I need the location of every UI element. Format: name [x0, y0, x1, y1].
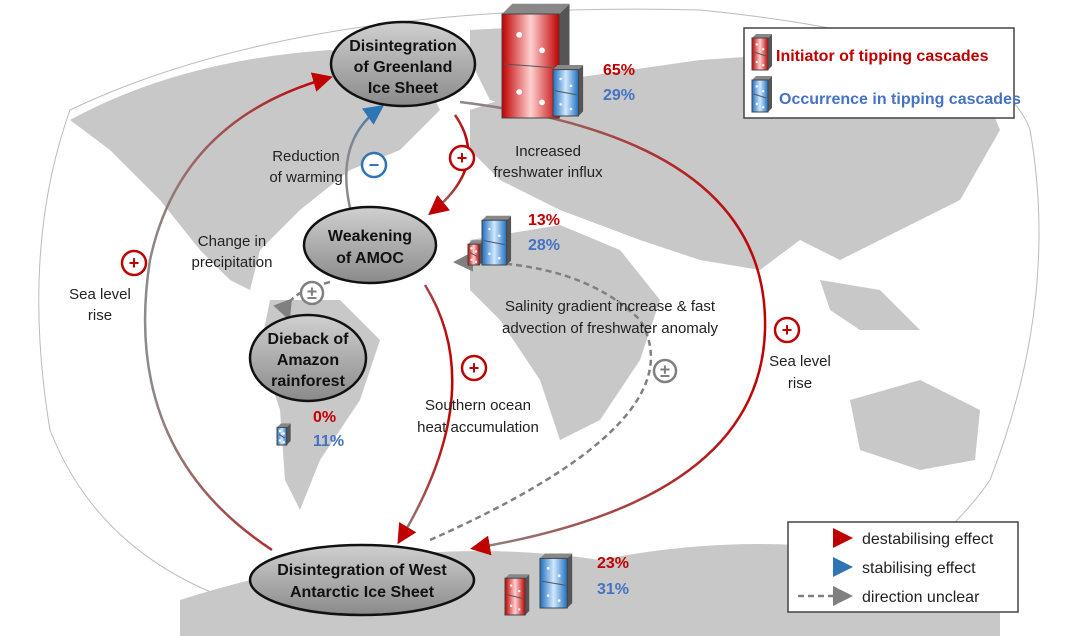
arrow-wais-to-greenland-sea-level [143, 72, 333, 552]
arrows [143, 72, 767, 556]
legend-destabilising: destabilising effect [862, 531, 994, 548]
arrow-greenland-to-wais-sea-level [459, 100, 767, 556]
label-freshwater-2: freshwater influx [493, 164, 603, 181]
legend-unclear: direction unclear [862, 589, 980, 606]
globe-outline [38, 8, 1040, 631]
amoc-occurrence-domino [481, 215, 512, 266]
label-reduction-1: Reduction [272, 148, 340, 165]
arrow-wais-to-amoc [429, 251, 653, 542]
wais-occurrence-pct: 31% [597, 581, 629, 598]
wais-initiator-domino [504, 574, 530, 616]
svg-text:+: + [457, 148, 468, 168]
percentages: 65% 29% 13% 28% 0% 11% 23% 31% [313, 62, 635, 598]
greenland-occurrence-domino [552, 65, 584, 117]
wais-occurrence-domino [539, 553, 573, 609]
wais-initiator-pct: 23% [597, 555, 629, 572]
legend-blue-domino-icon [751, 76, 772, 113]
label-southern-2: heat accumulation [417, 419, 539, 436]
legend-arrows: destabilising effect stabilising effect … [787, 521, 1019, 613]
label-freshwater-1: Increased [515, 143, 581, 160]
node-amoc: Weakening of AMOC [302, 205, 438, 285]
legend-stabilising: stabilising effect [862, 560, 976, 577]
label-slr-right-1: Sea level [769, 353, 831, 370]
svg-text:+: + [782, 320, 793, 340]
plus-sign-icon: + [460, 354, 488, 382]
label-precip-1: Change in [198, 233, 266, 250]
north-america-land [70, 50, 440, 290]
node-wais: Disintegration of West Antarctic Ice She… [248, 543, 476, 617]
plusminus-sign-icon: ± [299, 280, 325, 306]
node-amazon: Dieback of Amazon rainforest [248, 313, 368, 403]
label-salinity-1: Salinity gradient increase & fast [505, 298, 716, 315]
amoc-initiator-domino [467, 240, 484, 266]
svg-text:+: + [469, 358, 480, 378]
svg-text:±: ± [660, 361, 670, 381]
amoc-initiator-pct: 13% [528, 212, 560, 229]
plus-sign-icon: + [448, 144, 476, 172]
legend-domino: Initiator of tipping cascades Occurrence… [743, 27, 1021, 119]
signs: − + + ± + ± + [120, 144, 801, 384]
label-slr-right-2: rise [788, 375, 812, 392]
svg-text:Antarctic Ice Sheet: Antarctic Ice Sheet [290, 584, 435, 601]
minus-sign-icon: − [360, 151, 388, 179]
greenland-initiator-pct: 65% [603, 62, 635, 79]
amazon-occurrence-domino [276, 423, 291, 446]
label-salinity-2: advection of freshwater anomaly [502, 320, 718, 337]
arrow-amoc-to-wais [397, 284, 454, 545]
legend-occurrence: Occurrence in tipping cascades [779, 91, 1021, 108]
legend-initiator: Initiator of tipping cascades [776, 48, 989, 65]
svg-text:+: + [129, 253, 140, 273]
svg-text:Weakening: Weakening [328, 228, 412, 245]
plus-sign-icon: + [773, 316, 801, 344]
greenland-occurrence-pct: 29% [603, 87, 635, 104]
svg-text:−: − [369, 155, 380, 175]
label-southern-1: Southern ocean [425, 397, 531, 414]
svg-text:of Greenland: of Greenland [354, 59, 453, 76]
link-labels: Reduction of warming Increased freshwate… [69, 143, 831, 436]
southeast-asia-land [820, 280, 920, 330]
amazon-occurrence-pct: 11% [313, 433, 344, 450]
arrow-amoc-to-greenland-stabilising [345, 105, 385, 209]
svg-text:of AMOC: of AMOC [336, 250, 404, 267]
label-slr-left-2: rise [88, 307, 112, 324]
node-greenland: Disintegration of Greenland Ice Sheet [329, 20, 477, 108]
australia-land [850, 380, 980, 470]
label-reduction-2: of warming [269, 169, 342, 186]
amazon-initiator-pct: 0% [313, 409, 336, 426]
svg-text:Disintegration of West: Disintegration of West [277, 562, 447, 579]
label-precip-2: precipitation [192, 254, 273, 271]
svg-text:Ice Sheet: Ice Sheet [368, 80, 439, 97]
africa-land [470, 225, 660, 440]
plusminus-sign-icon: ± [652, 358, 678, 384]
svg-text:rainforest: rainforest [271, 373, 345, 390]
dominoes [276, 3, 584, 616]
svg-text:Disintegration: Disintegration [349, 38, 457, 55]
legend-red-domino-icon [751, 34, 772, 71]
svg-text:Amazon: Amazon [277, 352, 339, 369]
label-slr-left-1: Sea level [69, 286, 131, 303]
svg-text:Dieback of: Dieback of [268, 331, 350, 348]
amoc-occurrence-pct: 28% [528, 237, 560, 254]
svg-text:±: ± [307, 283, 317, 303]
plus-sign-icon: + [120, 249, 148, 277]
